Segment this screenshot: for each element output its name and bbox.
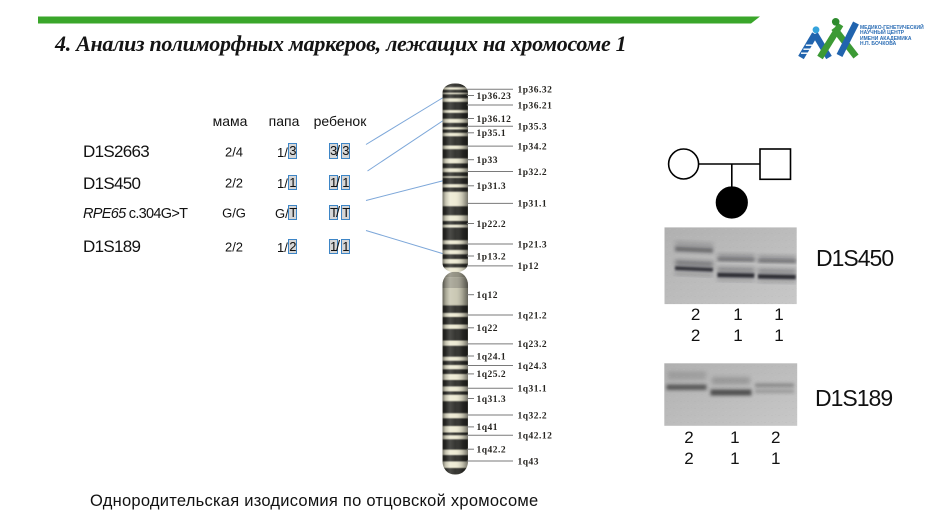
- svg-text:1p36.12: 1p36.12: [477, 115, 512, 125]
- svg-text:1q25.2: 1q25.2: [477, 370, 507, 380]
- svg-text:1p21.3: 1p21.3: [518, 240, 548, 250]
- svg-text:1q42.12: 1q42.12: [518, 432, 553, 442]
- svg-text:1p32.2: 1p32.2: [518, 168, 548, 178]
- svg-text:1p36.32: 1p36.32: [518, 85, 553, 95]
- svg-text:1q12: 1q12: [477, 291, 499, 301]
- svg-text:1p31.1: 1p31.1: [518, 200, 548, 210]
- svg-text:1p22.2: 1p22.2: [477, 220, 507, 230]
- svg-text:1q24.1: 1q24.1: [477, 352, 507, 362]
- svg-text:1p35.1: 1p35.1: [477, 129, 507, 139]
- svg-text:1q21.2: 1q21.2: [518, 311, 548, 321]
- svg-text:1q31.3: 1q31.3: [477, 395, 507, 405]
- svg-text:1q41: 1q41: [477, 423, 499, 433]
- svg-text:1q23.2: 1q23.2: [518, 340, 548, 350]
- svg-text:1p34.2: 1p34.2: [518, 142, 548, 152]
- svg-text:1p36.21: 1p36.21: [518, 101, 553, 111]
- svg-text:1q31.1: 1q31.1: [518, 385, 548, 395]
- svg-text:1p31.3: 1p31.3: [477, 182, 507, 192]
- svg-text:1p13.2: 1p13.2: [477, 252, 507, 262]
- svg-text:1q22: 1q22: [477, 324, 499, 334]
- svg-text:1q32.2: 1q32.2: [518, 411, 548, 421]
- svg-text:1q43: 1q43: [518, 457, 540, 467]
- svg-text:1p35.3: 1p35.3: [518, 123, 548, 133]
- svg-text:1q42.2: 1q42.2: [477, 446, 507, 456]
- svg-text:1p36.23: 1p36.23: [477, 92, 512, 102]
- svg-text:1q24.3: 1q24.3: [518, 362, 548, 372]
- svg-text:1p12: 1p12: [518, 262, 540, 272]
- svg-text:1p33: 1p33: [477, 156, 499, 166]
